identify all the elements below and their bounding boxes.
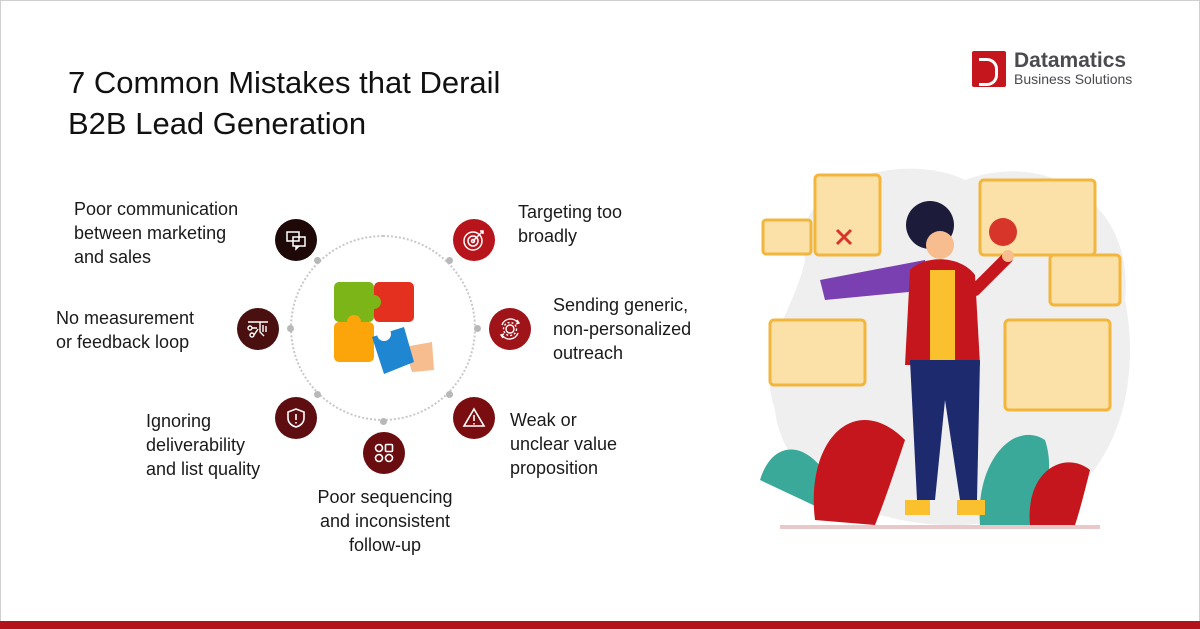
label-line: proposition [510, 458, 599, 478]
label-line: and sales [74, 247, 152, 267]
label-line: non-personalized [553, 319, 692, 339]
mistake-label-deliverability: Ignoring deliverability and list quality [146, 409, 260, 481]
shapes-grid-icon [363, 432, 405, 474]
thinking-person-illustration [760, 168, 1130, 529]
mistake-label-value-proposition: Weak or unclear value proposition [510, 408, 617, 480]
mistake-label-sequencing: Poor sequencing and inconsistent follow-up [306, 485, 464, 557]
brand-logo: Datamatics Business Solutions [972, 50, 1132, 87]
label-line: Ignoring [146, 411, 212, 431]
title-line-2: B2B Lead Generation [68, 106, 367, 141]
label-line: or feedback loop [56, 332, 190, 352]
puzzle-hand-icon [334, 282, 434, 374]
label-line: and list quality [146, 459, 261, 479]
feedback-touch-icon [237, 308, 279, 350]
connector-dot [446, 257, 453, 264]
datamatics-logo-icon [972, 50, 1006, 87]
label-line: and inconsistent [319, 511, 451, 531]
connector-dot [314, 391, 321, 398]
label-line: between marketing [74, 223, 227, 243]
connector-dot [380, 418, 387, 425]
label-line: Targeting too [518, 202, 623, 222]
chat-bubbles-icon [275, 219, 317, 261]
page-title: 7 Common Mistakes that Derail B2B Lead G… [68, 62, 500, 144]
target-icon [453, 219, 495, 261]
label-line: outreach [553, 343, 624, 363]
label-line: broadly [518, 226, 578, 246]
label-line: deliverability [146, 435, 246, 455]
connector-dot [474, 325, 481, 332]
title-line-1: 7 Common Mistakes that Derail [68, 65, 501, 100]
mistake-label-targeting: Targeting too broadly [518, 200, 622, 248]
mistake-label-measurement: No measurement or feedback loop [56, 306, 194, 354]
mistake-label-communication: Poor communication between marketing and s… [74, 197, 238, 269]
label-line: unclear value [510, 434, 618, 454]
accent-bar [0, 621, 1200, 629]
warning-icon [453, 397, 495, 439]
label-line: Weak or [510, 410, 577, 430]
label-line: Sending generic, [553, 295, 689, 315]
label-line: follow-up [348, 535, 422, 555]
brand-tagline: Business Solutions [1014, 71, 1133, 87]
connector-dot [287, 325, 294, 332]
brand-name: Datamatics [1014, 49, 1127, 72]
connector-dot [446, 391, 453, 398]
label-line: Poor communication [74, 199, 239, 219]
label-line: Poor sequencing [317, 487, 453, 507]
shield-alert-icon [275, 397, 317, 439]
connector-dot [314, 257, 321, 264]
mistake-label-generic-outreach: Sending generic, non-personalized outreach [553, 293, 691, 365]
gear-cycle-icon [489, 308, 531, 350]
label-line: No measurement [56, 308, 195, 328]
